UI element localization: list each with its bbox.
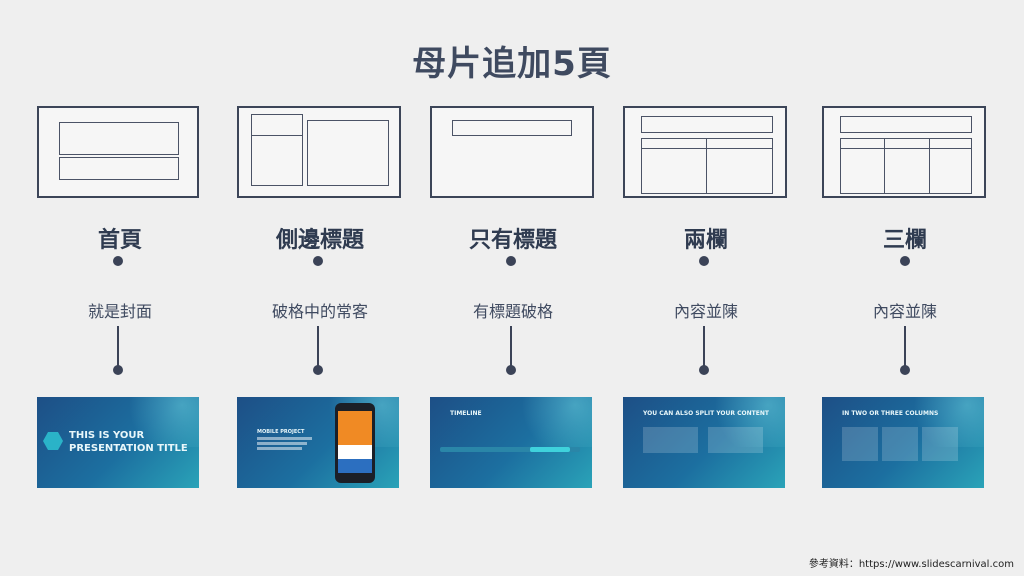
layout-column-title-only: 只有標題 有標題破格 TIMELINE	[430, 0, 600, 576]
layout-name: 首頁	[97, 228, 142, 253]
connector-dot-top	[313, 256, 323, 266]
wireframe-column-box	[929, 138, 972, 194]
page-title: 母片追加5頁	[412, 44, 612, 84]
connector-dot-top	[699, 256, 709, 266]
layout-description: 破格中的常客	[271, 302, 368, 321]
wireframe-column-box	[884, 138, 930, 194]
wireframe-title-box	[641, 116, 773, 133]
layout-description: 內容並陳	[673, 302, 738, 321]
layout-name: 只有標題	[468, 228, 557, 253]
thumbnail-title: TIMELINE	[450, 410, 482, 417]
layout-column-cover: 首頁 就是封面 THIS IS YOUR PRESENTATION TITLE	[37, 0, 207, 576]
wireframe-side-body-box	[251, 135, 303, 186]
slide-thumbnail-two-columns: YOU CAN ALSO SPLIT YOUR CONTENT	[623, 397, 785, 488]
wireframe-title-box	[840, 116, 972, 133]
layout-description: 內容並陳	[872, 302, 937, 321]
hexagon-icon	[43, 432, 63, 450]
layout-description: 有標題破格	[472, 302, 553, 321]
layout-name: 兩欄	[683, 228, 728, 253]
connector-dot-top	[900, 256, 910, 266]
layout-column-side-title: 側邊標題 破格中的常客 MOBILE PROJECT	[237, 0, 407, 576]
connector-dot-top	[506, 256, 516, 266]
wireframe-title-box	[59, 122, 179, 155]
connector-dot-bottom	[313, 365, 323, 375]
wireframe-column-box	[706, 138, 773, 194]
layout-description: 就是封面	[87, 302, 152, 321]
thumbnail-title: YOU CAN ALSO SPLIT YOUR CONTENT	[643, 410, 769, 417]
layout-wireframe-title-only	[430, 106, 594, 198]
layout-column-three-columns: 三欄 內容並陳 IN TWO OR THREE COLUMNS	[822, 0, 992, 576]
layout-wireframe-three-columns	[822, 106, 986, 198]
reference-footer: 參考資料：https://www.slidescarnival.com	[808, 559, 1014, 570]
connector-line	[703, 326, 705, 366]
wireframe-image-box	[307, 120, 389, 186]
connector-line	[117, 326, 119, 366]
connector-dot-bottom	[506, 365, 516, 375]
slide-thumbnail-three-columns: IN TWO OR THREE COLUMNS	[822, 397, 984, 488]
slide-thumbnail-title-only: TIMELINE	[430, 397, 592, 488]
layout-name: 三欄	[882, 228, 927, 253]
thumbnail-title: MOBILE PROJECT	[257, 429, 305, 435]
connector-dot-bottom	[113, 365, 123, 375]
wireframe-subtitle-box	[59, 157, 179, 180]
layout-name: 側邊標題	[275, 228, 364, 253]
wireframe-column-box	[641, 138, 707, 194]
thumbnail-title: IN TWO OR THREE COLUMNS	[842, 410, 939, 417]
slide-thumbnail-cover: THIS IS YOUR PRESENTATION TITLE	[37, 397, 199, 488]
connector-dot-bottom	[699, 365, 709, 375]
timeline-bar	[440, 447, 580, 452]
slide-thumbnail-side-title: MOBILE PROJECT	[237, 397, 399, 488]
layout-wireframe-cover	[37, 106, 199, 198]
connector-line	[510, 326, 512, 366]
connector-line	[317, 326, 319, 366]
layout-wireframe-two-columns	[623, 106, 787, 198]
layout-wireframe-side-title	[237, 106, 401, 198]
connector-dot-top	[113, 256, 123, 266]
thumbnail-title: THIS IS YOUR PRESENTATION TITLE	[69, 430, 188, 454]
wireframe-column-box	[840, 138, 885, 194]
connector-line	[904, 326, 906, 366]
wireframe-side-header-box	[251, 114, 303, 136]
phone-mockup-icon	[335, 403, 375, 483]
layout-column-two-columns: 兩欄 內容並陳 YOU CAN ALSO SPLIT YOUR CONTENT	[623, 0, 793, 576]
connector-dot-bottom	[900, 365, 910, 375]
wireframe-title-box	[452, 120, 572, 136]
